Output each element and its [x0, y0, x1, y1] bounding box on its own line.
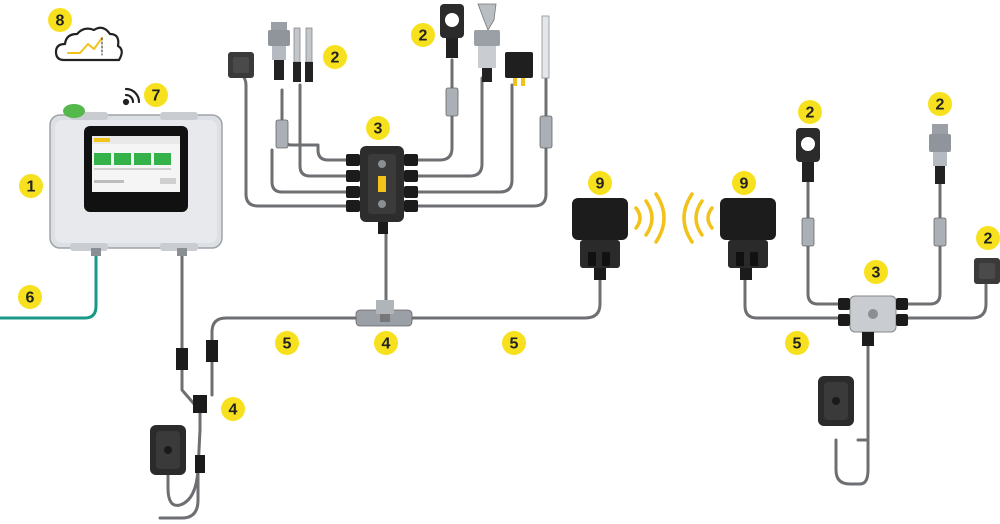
remote-trunk-cable	[743, 268, 842, 320]
svg-text:8: 8	[56, 13, 65, 30]
badge: 9	[732, 171, 756, 195]
vibration-sensor	[228, 52, 254, 78]
svg-text:5: 5	[793, 336, 802, 353]
svg-text:4: 4	[229, 402, 238, 419]
remote-power-loop	[834, 438, 870, 486]
remote-current-clamp	[796, 128, 820, 247]
svg-text:3: 3	[374, 121, 383, 138]
sensor-hub	[346, 146, 418, 234]
remote-power-supply	[818, 376, 854, 426]
svg-text:1: 1	[27, 179, 36, 196]
current-clamp-sensor	[440, 4, 464, 117]
cloud-chart-icon	[54, 26, 123, 62]
remote-pressure-sensor	[929, 124, 951, 247]
hub-cable-l2	[298, 83, 354, 178]
remote-hub	[838, 295, 908, 346]
svg-text:2: 2	[806, 105, 815, 122]
svg-text:5: 5	[283, 336, 292, 353]
remote-hub-cable-1	[806, 178, 842, 306]
hub-cable-l1	[280, 88, 354, 162]
power-supply	[150, 425, 186, 475]
svg-text:2: 2	[984, 231, 993, 248]
controller	[49, 104, 223, 256]
remote-hub-cable-2	[900, 178, 942, 306]
y-splitter	[176, 340, 218, 473]
trunk-cable-right	[408, 268, 602, 320]
hub-cable-r2	[406, 76, 484, 178]
wireless-signal-icon	[634, 192, 714, 244]
badge: 2	[928, 92, 952, 116]
inline-connector	[275, 119, 289, 149]
remote-hub-cable-3	[900, 283, 988, 320]
badge: 3	[366, 116, 390, 140]
temperature-probe	[293, 27, 313, 82]
badge: 7	[144, 83, 168, 107]
badge: 3	[864, 260, 888, 284]
svg-text:5: 5	[510, 336, 519, 353]
pressure-sensor	[268, 22, 290, 80]
wifi-icon	[122, 87, 141, 106]
hub-cable-r4	[406, 68, 548, 208]
controller-cable	[180, 252, 197, 407]
rod-probe	[539, 15, 553, 149]
svg-text:2: 2	[419, 28, 428, 45]
hub-cable-r1	[406, 58, 454, 162]
screen-tile	[114, 153, 131, 165]
tilt-sensor	[505, 52, 533, 86]
cables	[0, 58, 988, 520]
svg-text:2: 2	[936, 97, 945, 114]
svg-text:6: 6	[26, 290, 35, 307]
badge: 5	[785, 331, 809, 355]
badge: 2	[798, 100, 822, 124]
badge: 4	[221, 397, 245, 421]
power-cable-left-2	[158, 468, 200, 520]
radio-node	[720, 198, 776, 280]
svg-text:4: 4	[382, 336, 391, 353]
svg-text:2: 2	[331, 50, 340, 67]
badge: 4	[374, 331, 398, 355]
hub-cable-l4	[238, 70, 354, 208]
screen-tile	[154, 153, 171, 165]
badge: 5	[502, 331, 526, 355]
svg-text:7: 7	[152, 88, 161, 105]
remote-power-cable	[856, 334, 870, 442]
badges: 1 2 2 2 2 2 3 3 4 4 5 5 5 6 7 8 9 9	[18, 8, 1000, 421]
badge: 9	[588, 171, 612, 195]
trunk-cable-left	[210, 316, 358, 397]
badge: 5	[275, 331, 299, 355]
remote-vibration-sensor	[974, 258, 1000, 284]
hub-cable-l3	[270, 148, 354, 194]
badge: 8	[48, 8, 72, 32]
threaded-sensor	[474, 3, 500, 82]
svg-text:9: 9	[596, 176, 605, 193]
ethernet-cable	[0, 250, 98, 320]
badge: 1	[19, 174, 43, 198]
radio-gateway	[572, 198, 628, 280]
badge: 2	[976, 226, 1000, 250]
screen-tile	[134, 153, 151, 165]
t-splitter	[355, 300, 413, 327]
screen-tile	[94, 153, 111, 165]
svg-text:3: 3	[872, 265, 881, 282]
badge: 2	[411, 23, 435, 47]
hub-cable-r3	[406, 83, 514, 194]
status-light	[63, 104, 85, 118]
badge: 2	[323, 45, 347, 69]
badge: 6	[18, 285, 42, 309]
svg-text:9: 9	[740, 176, 749, 193]
